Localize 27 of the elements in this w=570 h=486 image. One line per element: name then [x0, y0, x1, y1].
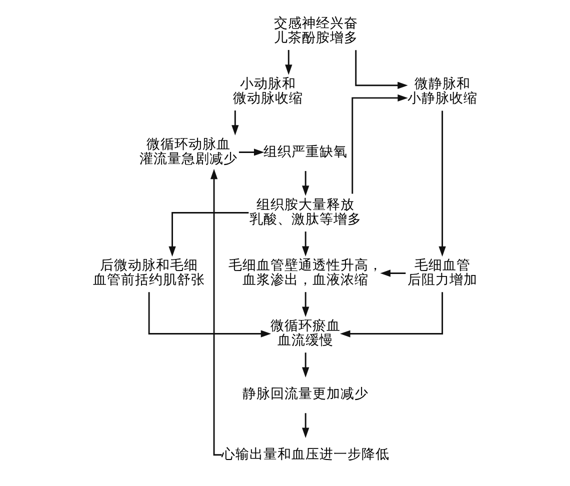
arrow [438, 110, 446, 257]
arrow [302, 352, 309, 378]
node-text: 毛细血管后阻力增加 [406, 258, 477, 288]
arrow [231, 110, 238, 136]
arrow [302, 413, 309, 438]
node-text: 微静脉和小静脉收缩 [406, 76, 477, 107]
node-text: 静脉回流量更加减少 [242, 386, 368, 402]
node-text: 组织严重缺氧 [263, 144, 348, 160]
node-text: 组织胺大量释放 乳酸、激肽等增多 [249, 196, 362, 228]
node-text: 小动脉和微动脉收缩 [232, 76, 303, 107]
arrow [284, 50, 292, 75]
node-text: 交感神经兴奋 儿茶酚胺增多 [274, 15, 358, 46]
arrow [302, 171, 309, 196]
node-text: 毛细血管壁通透性升高，血浆渗出，血液浓缩 [228, 258, 382, 288]
arrow [354, 50, 408, 89]
arrow [148, 292, 271, 338]
arrow [380, 270, 406, 277]
node-text: 后微动脉和毛细血管前括约肌舒张 [92, 258, 205, 288]
arrow [351, 94, 408, 194]
node-text: 微循环动脉血灌流量急剧减少 [139, 136, 238, 168]
arrow [168, 212, 248, 257]
arrow [302, 292, 309, 317]
arrow [302, 232, 309, 256]
node-text: 微循环瘀血血流缓慢 [270, 318, 340, 349]
arrow [340, 292, 443, 338]
node-text: 心输出量和血压进一步降低 [221, 446, 390, 462]
arrow [238, 148, 264, 156]
